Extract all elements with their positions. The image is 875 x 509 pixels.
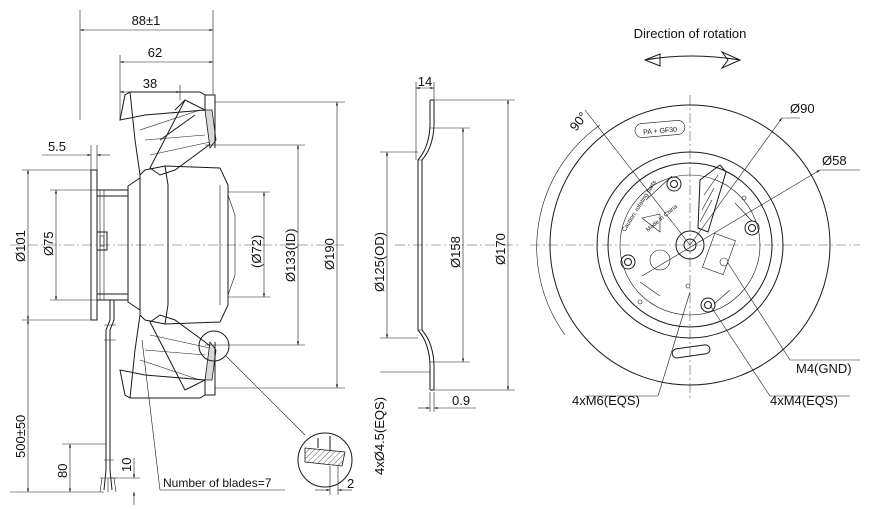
svg-text:PA + GF30: PA + GF30 xyxy=(643,127,678,137)
dia-125-od: Ø125(OD) xyxy=(372,232,387,292)
dim-14: 14 xyxy=(418,74,432,89)
dia-75: Ø75 xyxy=(41,231,56,256)
detail-view: 2 xyxy=(297,432,354,495)
dia-90: Ø90 xyxy=(790,101,815,116)
dia-158: Ø158 xyxy=(448,236,463,268)
dim-80: 80 xyxy=(55,464,70,478)
rotation-arrow xyxy=(644,55,741,61)
rotation-label: Direction of rotation xyxy=(634,26,747,41)
dim-0-9: 0.9 xyxy=(452,393,470,408)
dim-10: 10 xyxy=(119,458,134,472)
front-view: Direction of rotation 90° PA + GF30 xyxy=(530,26,860,408)
svg-text:Made in China: Made in China xyxy=(645,204,679,234)
m4-label: 4xM4(EQS) xyxy=(770,393,838,408)
dim-overall-length: 88±1 xyxy=(132,13,161,28)
dia-101: Ø101 xyxy=(13,230,28,262)
m6-label: 4xM6(EQS) xyxy=(572,393,640,408)
dim-62: 62 xyxy=(148,45,162,60)
dim-2: 2 xyxy=(347,476,354,491)
m6-bosses xyxy=(620,176,760,313)
dia-170: Ø170 xyxy=(493,233,508,265)
dia-58: Ø58 xyxy=(822,153,847,168)
dia-190: Ø190 xyxy=(322,238,337,270)
cable-length: 500±50 xyxy=(13,415,28,458)
side-view: 88±1 62 38 5.5 Ø101 Ø75 (Ø72) Ø133(ID xyxy=(10,10,354,505)
dia-133-id: Ø133(ID) xyxy=(283,229,298,282)
holes-label: 4xØ4.5(EQS) xyxy=(372,397,387,475)
m4-gnd: M4(GND) xyxy=(796,361,852,376)
dia-72: (Ø72) xyxy=(249,235,264,268)
material-label: PA + GF30 xyxy=(634,120,686,138)
dim-5-5: 5.5 xyxy=(48,139,66,154)
dim-38: 38 xyxy=(143,76,157,91)
blades-note: Number of blades=7 xyxy=(163,476,272,490)
inlet-ring-view: 14 Ø125(OD) Ø158 Ø170 4xØ4.5(EQS) 0.9 xyxy=(372,74,520,475)
